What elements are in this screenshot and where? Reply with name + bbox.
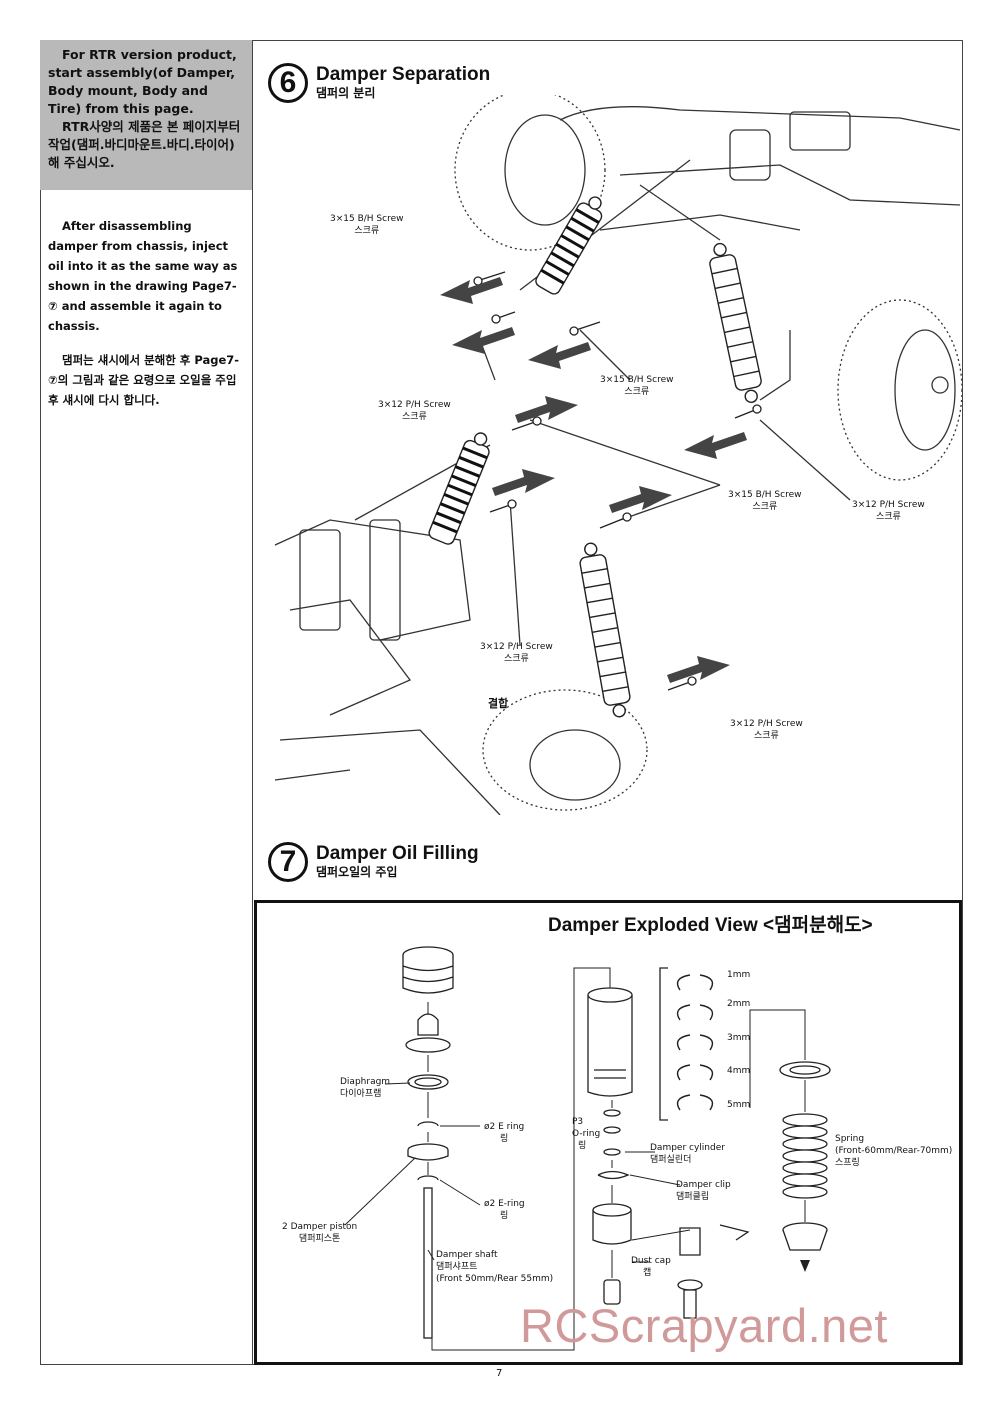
step7-header: 7 Damper Oil Filling 댐퍼오일의 주입 <box>268 842 479 882</box>
sidebar: For RTR version product, start assembly(… <box>40 40 253 1365</box>
step7-number: 7 <box>268 842 308 882</box>
damper-exploded-illustration <box>344 946 831 1351</box>
shock-absorber <box>428 196 762 718</box>
clip-size-2mm: 2mm <box>727 999 751 1009</box>
watermark: RCScrapyard.net <box>520 1299 888 1352</box>
clip-size-1mm: 1mm <box>727 970 751 980</box>
damper-separation-illustration <box>274 95 962 815</box>
step6-number: 6 <box>268 63 308 103</box>
clip-size-4mm: 4mm <box>727 1066 751 1076</box>
rtr-notice-ko: RTR사양의 제품은 본 페이지부터 작업(댐퍼.바디마운트.바디.타이어)해 … <box>48 119 241 170</box>
exploded-view-box <box>254 900 962 1365</box>
assembled-label: 결합 <box>488 697 509 710</box>
clip-size-3mm: 3mm <box>727 1033 751 1043</box>
step7-subtitle: 댐퍼오일의 주입 <box>316 865 398 879</box>
instruction-ko: 댐퍼는 섀시에서 분해한 후 Page7-⑦의 그림과 같은 요령으로 오일을 … <box>48 353 240 407</box>
step6-title: Damper Separation <box>316 64 491 85</box>
step6-header: 6 Damper Separation 댐퍼의 분리 <box>268 63 490 103</box>
exploded-view-title: Damper Exploded View <댐퍼분해도> <box>548 915 873 936</box>
page-number: 7 <box>496 1368 503 1379</box>
sidebar-instructions: After disassembling damper from chassis,… <box>40 190 252 424</box>
step7-title: Damper Oil Filling <box>316 843 479 864</box>
spring-label: Spring(Front-60mm/Rear-70mm)스프링 <box>835 1134 953 1168</box>
instruction-en: After disassembling damper from chassis,… <box>48 219 238 333</box>
rtr-notice-en: For RTR version product, start assembly(… <box>48 47 237 116</box>
clip-size-5mm: 5mm <box>727 1100 751 1110</box>
rtr-notice: For RTR version product, start assembly(… <box>40 40 252 190</box>
step6-subtitle: 댐퍼의 분리 <box>316 86 376 100</box>
